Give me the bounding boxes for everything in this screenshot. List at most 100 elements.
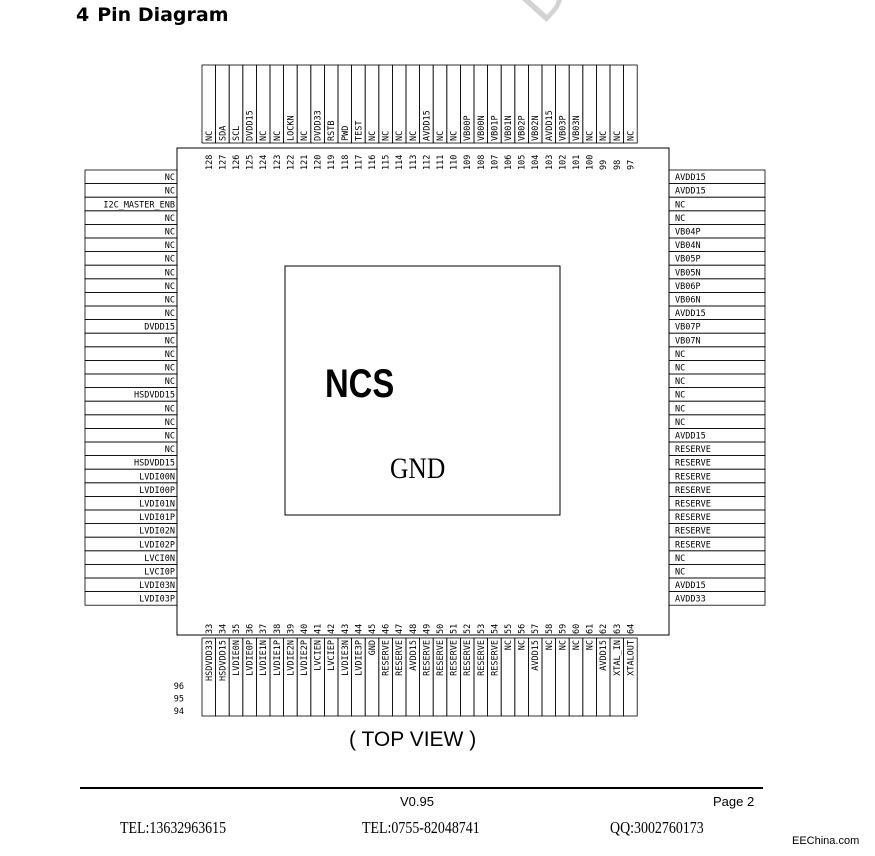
stray-pin-number: 95: [174, 695, 184, 705]
bottom-pin-number: 62: [599, 624, 609, 634]
top-pin-number: 119: [327, 155, 337, 170]
top-pin-label: NC: [613, 131, 623, 141]
bottom-pin-number: 46: [382, 624, 392, 634]
left-pin-label: NC: [165, 350, 175, 360]
top-pin-number: 115: [382, 155, 392, 170]
left-pin-label: LVDI02N: [139, 527, 175, 537]
left-pin-box: [84, 373, 178, 389]
right-pin-box: [668, 591, 766, 606]
top-pin-label: NC: [599, 131, 609, 141]
phone-2: TEL:0755-82048741: [362, 818, 480, 837]
bottom-pin-label: LVDIE2P: [300, 640, 310, 676]
left-pin-label: I2C_MASTER_ENB: [103, 200, 175, 210]
left-pin-label: NC: [165, 336, 175, 346]
right-pin-label: NC: [675, 214, 685, 224]
top-pin-number: 125: [246, 155, 256, 170]
right-pin-label: NC: [675, 568, 685, 578]
left-pin-box: [84, 183, 178, 198]
left-pin-box: [84, 210, 178, 225]
left-pin-label: NC: [165, 173, 175, 183]
top-pin-label: AVDD15: [422, 110, 432, 141]
bottom-pin-label: LVDIE0N: [232, 640, 242, 676]
bottom-pin-label: GND: [368, 640, 378, 655]
bottom-pin-label: RESERVE: [382, 640, 392, 676]
bottom-pin-number: 36: [246, 624, 256, 634]
bottom-pin-label: LVDIE0P: [246, 640, 256, 676]
bottom-pin-label: NC: [518, 640, 528, 650]
bottom-pin-number: 44: [354, 624, 364, 634]
stray-pin-number: 94: [174, 707, 184, 717]
top-pin-number: 109: [463, 155, 473, 170]
bottom-pin-number: 60: [572, 624, 582, 634]
left-pin-label: LVCI0P: [144, 568, 175, 578]
bottom-pin-label: RESERVE: [422, 640, 432, 676]
die-outline: [284, 265, 561, 516]
bottom-pin-number: 34: [218, 624, 228, 634]
left-pin-label: NC: [165, 187, 175, 197]
footer-divider: [80, 787, 763, 789]
right-pin-label: NC: [675, 377, 685, 387]
left-pin-box: [84, 237, 178, 253]
left-pin-group: NCNCI2C_MASTER_ENBNCNCNCNCNCNCNCNCDVDD15…: [84, 169, 178, 606]
doc-version: V0.95: [400, 794, 434, 809]
top-pin-label: NC: [300, 131, 310, 141]
bottom-pin-label: HSDVDD15: [218, 640, 228, 681]
left-pin-label: NC: [165, 214, 175, 224]
top-pin-label: NC: [450, 131, 460, 141]
bottom-pin-label: RESERVE: [463, 640, 473, 676]
top-pin-label: VB01N: [504, 115, 514, 141]
right-pin-label: NC: [675, 200, 685, 210]
right-pin-label: VB05P: [675, 255, 701, 265]
left-pin-label: NC: [165, 296, 175, 306]
left-pin-label: NC: [165, 309, 175, 319]
top-pin-label: NC: [273, 131, 283, 141]
stray-pin-numbers: 96 95 94: [174, 682, 184, 717]
left-pin-label: NC: [165, 282, 175, 292]
left-pin-label: LVDI00P: [139, 486, 175, 496]
right-pin-label: VB06P: [675, 282, 701, 292]
left-pin-label: NC: [165, 432, 175, 442]
bottom-pin-label: XTAL_IN: [613, 640, 623, 676]
left-pin-box: [84, 223, 178, 239]
right-pin-label: RESERVE: [675, 486, 711, 496]
top-pin-label: NC: [586, 131, 596, 141]
left-pin-box: [84, 278, 178, 293]
bottom-pin-number: 53: [477, 624, 487, 634]
stray-pin-number: 96: [174, 682, 184, 692]
bottom-pin-label: LVDIE2N: [286, 640, 296, 676]
bottom-pin-label: LVCIEN: [314, 640, 324, 671]
left-pin-label: NC: [165, 364, 175, 374]
top-pin-label: AVDD15: [545, 110, 555, 141]
left-pin-label: NC: [165, 445, 175, 455]
bottom-pin-number: 57: [531, 624, 541, 634]
right-pin-label: NC: [675, 418, 685, 428]
top-pin-label: VB03N: [572, 115, 582, 141]
bottom-pin-number: 59: [558, 624, 568, 634]
left-pin-box: [84, 291, 178, 307]
bottom-pin-box: [623, 637, 638, 717]
left-pin-box: [84, 169, 178, 185]
top-pin-number: 108: [477, 155, 487, 170]
section-number: 4: [76, 4, 90, 26]
top-pin-number: 121: [300, 155, 310, 170]
top-pin-group: NC128SDA127SCL126DVDD15125NC124NC123LOCK…: [201, 64, 638, 170]
top-pin-label: SDA: [218, 126, 228, 141]
left-pin-label: LVDI03P: [139, 595, 175, 605]
left-pin-label: NC: [165, 268, 175, 278]
bottom-pin-number: 40: [300, 624, 310, 634]
left-pin-label: NC: [165, 404, 175, 414]
bottom-pin-label: NC: [558, 640, 568, 650]
chip-outline: [176, 147, 670, 636]
bottom-pin-label: LVDIE3N: [341, 640, 351, 676]
top-pin-number: 104: [531, 155, 541, 170]
right-pin-label: AVDD15: [675, 432, 706, 442]
phone-1: TEL:13632963615: [120, 818, 227, 837]
bottom-pin-group: 33HSDVDD3334HSDVDD1535LVDIE0N36LVDIE0P37…: [201, 624, 638, 717]
top-pin-label: VB01P: [490, 115, 500, 141]
bottom-pin-label: NC: [572, 640, 582, 650]
top-pin-number: 112: [422, 155, 432, 170]
bottom-pin-label: AVDD15: [409, 640, 419, 671]
top-pin-label: TEST: [354, 121, 364, 141]
bottom-pin-label: RESERVE: [490, 640, 500, 676]
left-pin-box: [84, 441, 178, 457]
